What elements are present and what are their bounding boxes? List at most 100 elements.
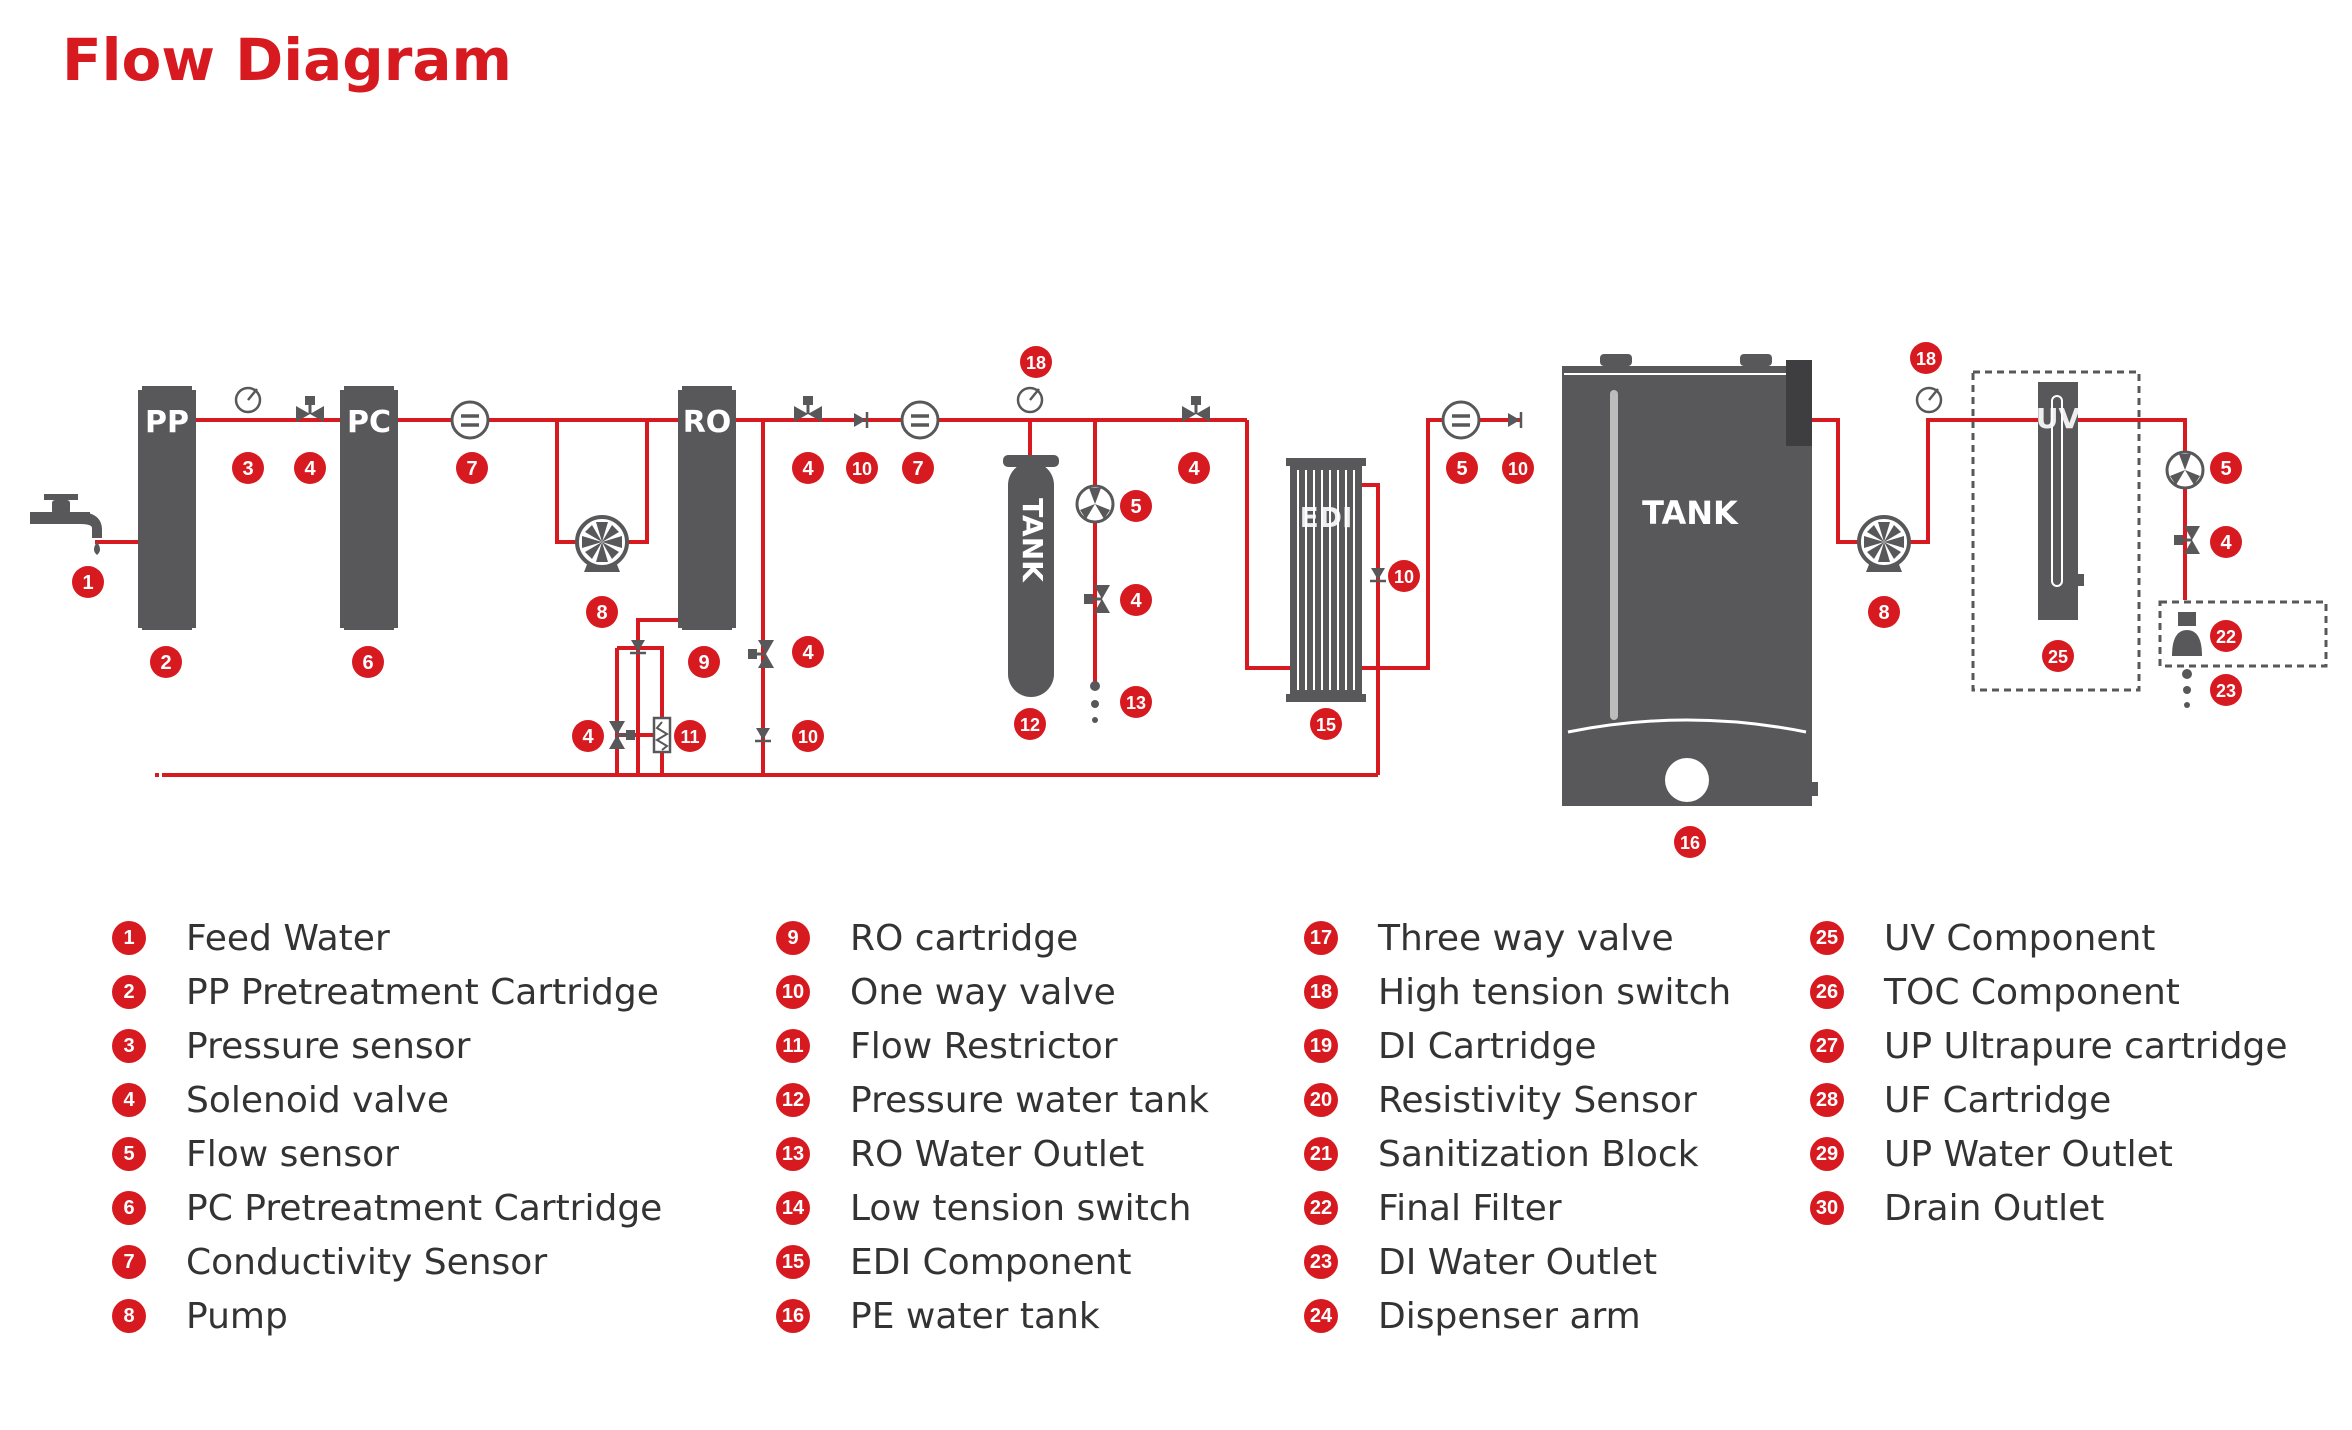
legend-label: PC Pretreatment Cartridge: [186, 1187, 663, 1229]
marker-4: 4: [1178, 452, 1210, 484]
legend-number-badge: 22: [1304, 1191, 1338, 1225]
flow-restrictor-icon: [652, 716, 672, 754]
pe-water-tank: TANK: [1562, 354, 1818, 806]
feed-water-faucet-icon: [30, 494, 102, 555]
marker-10: 10: [1502, 452, 1534, 484]
legend-number-badge: 20: [1304, 1083, 1338, 1117]
legend-label: Solenoid valve: [186, 1079, 449, 1121]
legend-label: RO cartridge: [850, 917, 1079, 959]
marker-number: 5: [2220, 458, 2231, 480]
legend-number-badge: 11: [776, 1029, 810, 1063]
marker-1: 1: [72, 566, 104, 598]
legend-number-badge: 1: [112, 921, 146, 955]
legend-label: PE water tank: [850, 1295, 1100, 1337]
legend-label: Drain Outlet: [1884, 1187, 2105, 1229]
marker-number: 7: [466, 458, 477, 480]
legend-label: UP Water Outlet: [1884, 1133, 2173, 1175]
legend-label: Final Filter: [1378, 1187, 1562, 1229]
marker-number: 16: [1680, 833, 1700, 853]
legend-label: DI Cartridge: [1378, 1025, 1597, 1067]
marker-4: 4: [792, 452, 824, 484]
pump-icon: [1857, 515, 1911, 574]
marker-number: 2: [160, 652, 171, 674]
marker-number: 9: [698, 652, 709, 674]
marker-number: 5: [1130, 496, 1141, 518]
marker-5: 5: [1120, 490, 1152, 522]
marker-8: 8: [586, 596, 618, 628]
marker-7: 7: [456, 452, 488, 484]
one-way-valve-icon: [753, 726, 773, 743]
page-title: Flow Diagram: [62, 26, 512, 94]
marker-7: 7: [902, 452, 934, 484]
legend-label: Dispenser arm: [1378, 1295, 1641, 1337]
small-tank-label: TANK: [1016, 498, 1049, 583]
uv-label: UV: [2036, 402, 2081, 435]
legend-label: Pressure water tank: [850, 1079, 1210, 1121]
marker-4: 4: [2210, 526, 2242, 558]
legend-label: Feed Water: [186, 917, 390, 959]
legend-label: UV Component: [1884, 917, 2156, 959]
marker-number: 1: [82, 572, 93, 594]
legend-label: Pressure sensor: [186, 1025, 471, 1067]
legend-number-badge: 10: [776, 975, 810, 1009]
marker-number: 15: [1316, 715, 1336, 735]
marker-10: 10: [792, 720, 824, 752]
legend-label: Three way valve: [1378, 917, 1674, 959]
marker-number: 4: [2220, 532, 2232, 554]
marker-5: 5: [1446, 452, 1478, 484]
marker-18: 18: [1020, 346, 1052, 378]
marker-2: 2: [150, 646, 182, 678]
flow-sensor-icon: [1075, 484, 1115, 524]
marker-number: 3: [242, 458, 253, 480]
one-way-valve-icon: [852, 410, 869, 430]
legend-label: UF Cartridge: [1884, 1079, 2112, 1121]
solenoid-valve-icon: [746, 638, 776, 670]
legend-number-badge: 8: [112, 1299, 146, 1333]
marker-9: 9: [688, 646, 720, 678]
pressure-water-tank: TANK: [1003, 455, 1059, 697]
marker-3: 3: [232, 452, 264, 484]
marker-4: 4: [1120, 584, 1152, 616]
marker-number: 4: [1130, 590, 1142, 612]
high-tension-switch-icon: [1915, 386, 1943, 414]
marker-25: 25: [2042, 640, 2074, 672]
legend-label: DI Water Outlet: [1378, 1241, 1658, 1283]
edi-label: EDI: [1300, 501, 1353, 534]
pump-icon: [575, 515, 629, 574]
marker-number: 11: [680, 727, 699, 747]
legend-number-badge: 15: [776, 1245, 810, 1279]
marker-4: 4: [294, 452, 326, 484]
legend-label: Pump: [186, 1295, 288, 1337]
legend-label: Flow sensor: [186, 1133, 399, 1175]
marker-number: 18: [1916, 349, 1936, 369]
marker-number: 10: [798, 727, 818, 747]
pc-label: PC: [347, 405, 391, 440]
legend-number-badge: 26: [1810, 975, 1844, 1009]
legend-label: Flow Restrictor: [850, 1025, 1118, 1067]
pp-cartridge: PP: [138, 386, 196, 630]
marker-number: 4: [1188, 458, 1200, 480]
legend-label: Conductivity Sensor: [186, 1241, 548, 1283]
legend-label: UP Ultrapure cartridge: [1884, 1025, 2288, 1067]
conductivity-sensor-icon: [900, 400, 940, 440]
marker-number: 10: [852, 459, 872, 479]
marker-12: 12: [1014, 708, 1046, 740]
